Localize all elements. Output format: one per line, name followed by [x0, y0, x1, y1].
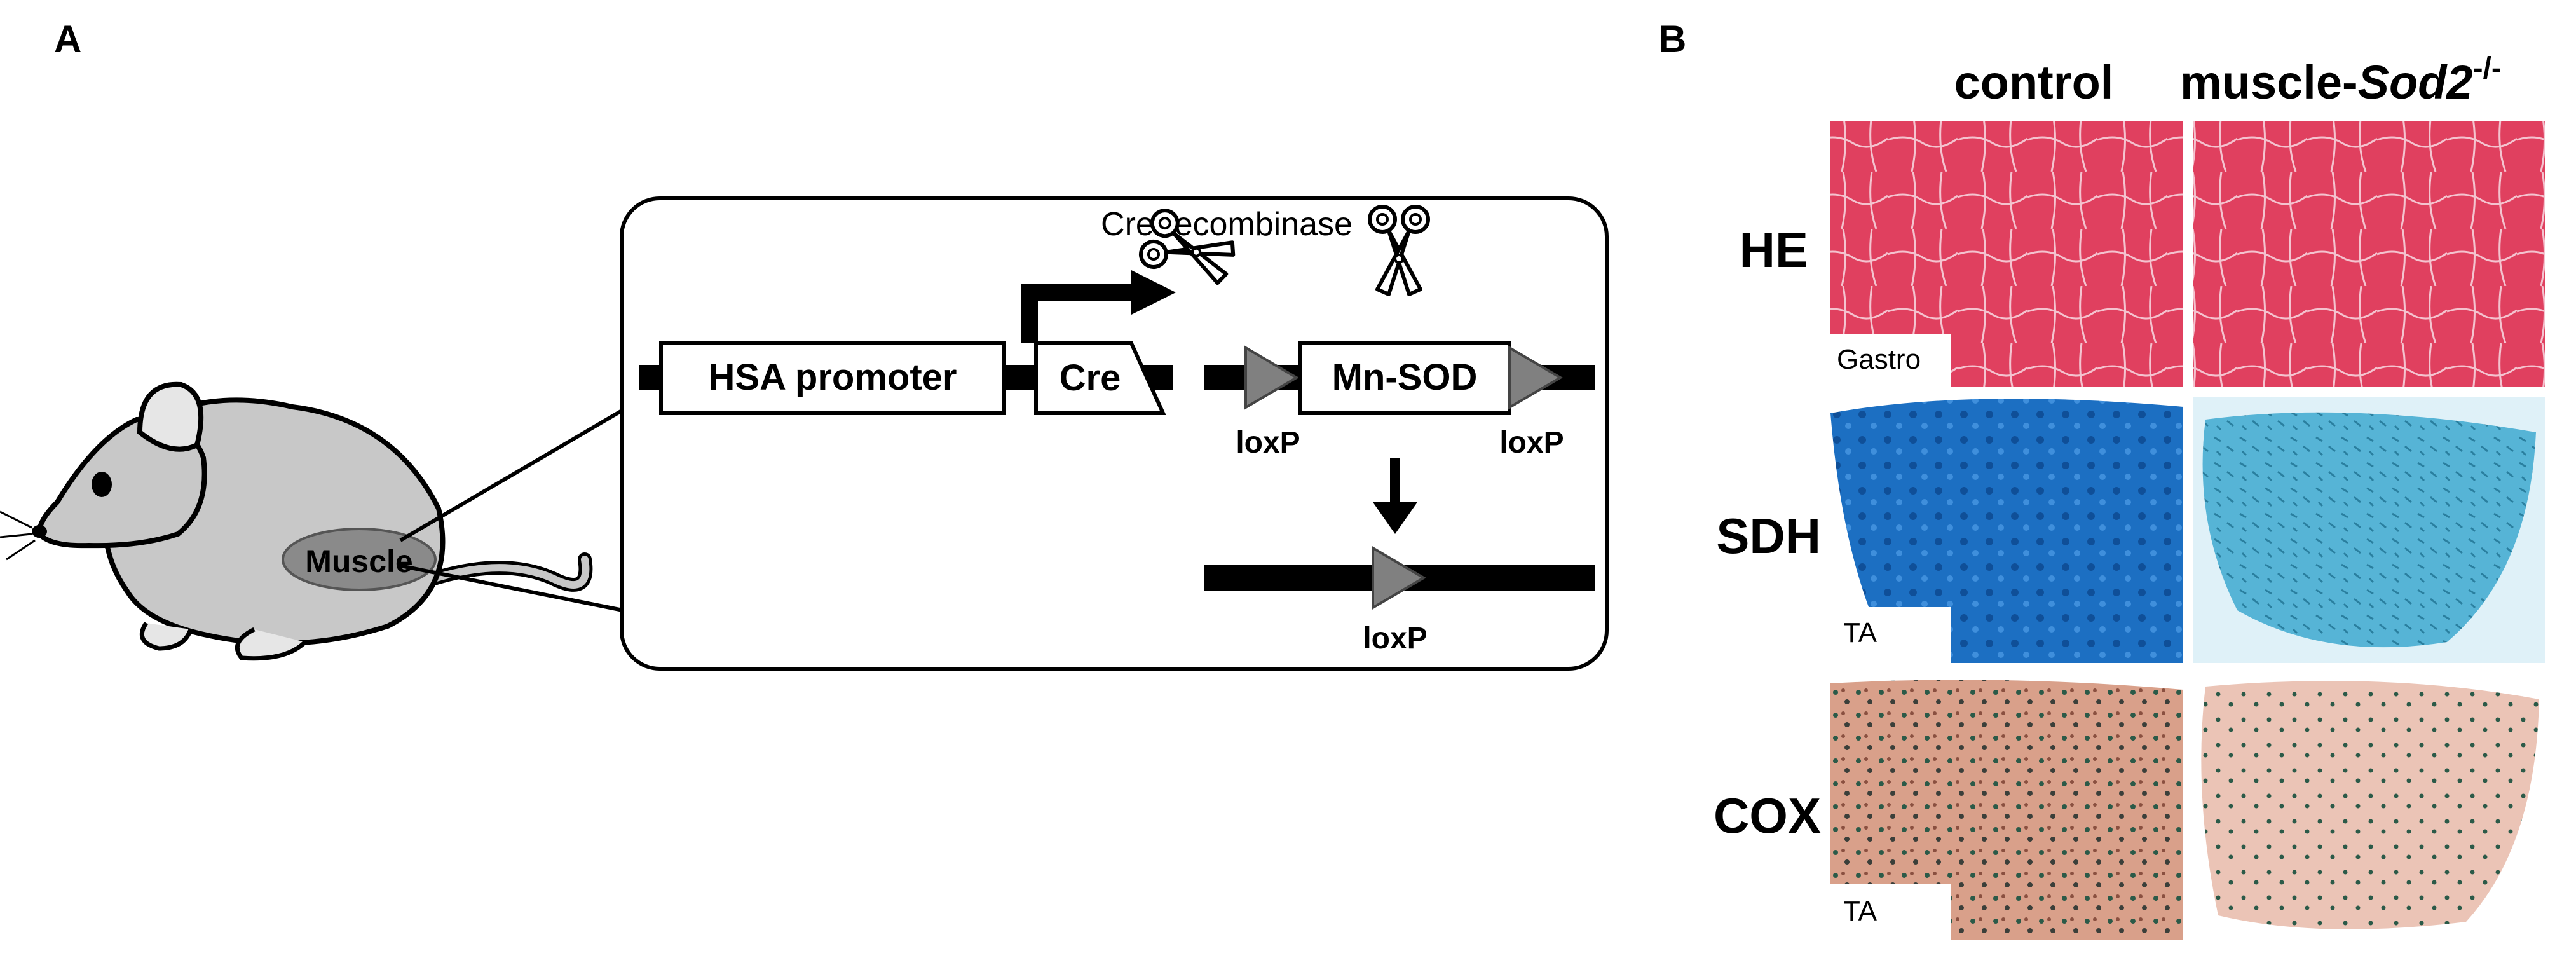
hsa-promoter-label: HSA promoter	[709, 357, 957, 398]
col-header-mutant: muscle-Sod2-/-	[2180, 51, 2502, 109]
tissue-tag-gastro	[1830, 334, 1951, 387]
tissue-label-gastro: Gastro	[1837, 344, 1921, 375]
rat-head	[36, 416, 207, 549]
loxp-right-label: loxP	[1499, 426, 1564, 460]
construct-box	[620, 196, 1609, 671]
loxp-left-label: loxP	[1236, 426, 1300, 460]
row-label-he: HE	[1740, 222, 1808, 278]
row-label-cox: COX	[1714, 788, 1821, 844]
image-cox-mutant	[2201, 681, 2539, 929]
loxp-bottom-triangle	[1372, 545, 1426, 610]
loxp-right-triangle	[1508, 345, 1563, 410]
tissue-tag-ta-sdh	[1830, 607, 1951, 663]
hsa-promoter-box	[659, 341, 1006, 415]
tissue-label-ta-cox: TA	[1843, 896, 1877, 927]
muscle-label: Muscle	[305, 544, 413, 579]
loxp-bottom-label: loxP	[1363, 622, 1427, 655]
rat-eye	[92, 472, 112, 497]
image-he-mutant	[2193, 121, 2545, 387]
rat-nose	[32, 525, 47, 538]
loxp-left-triangle	[1244, 345, 1299, 410]
row-label-sdh: SDH	[1716, 508, 1821, 564]
col-header-control: control	[1954, 56, 2114, 109]
cre-label: Cre	[1060, 357, 1121, 399]
rat-ear	[137, 381, 204, 452]
cre-recombinase-label: Cre recombinase	[1101, 206, 1353, 243]
transcription-arrow	[1021, 284, 1144, 343]
image-sdh-control	[1830, 399, 2183, 663]
muscle-patch	[282, 528, 437, 591]
rat-illustration: Muscle	[0, 381, 593, 661]
panel-a-letter: A	[54, 18, 81, 60]
zoom-lines	[399, 408, 624, 612]
tissue-label-ta-sdh: TA	[1843, 617, 1877, 648]
panel-b-letter: B	[1659, 18, 1686, 60]
tissue-tag-ta-cox	[1830, 884, 1951, 940]
image-cox-control	[1830, 680, 2183, 940]
mnsod-label: Mn-SOD	[1332, 357, 1478, 398]
cre-box	[1034, 341, 1166, 415]
image-sdh-mutant	[2202, 412, 2536, 648]
